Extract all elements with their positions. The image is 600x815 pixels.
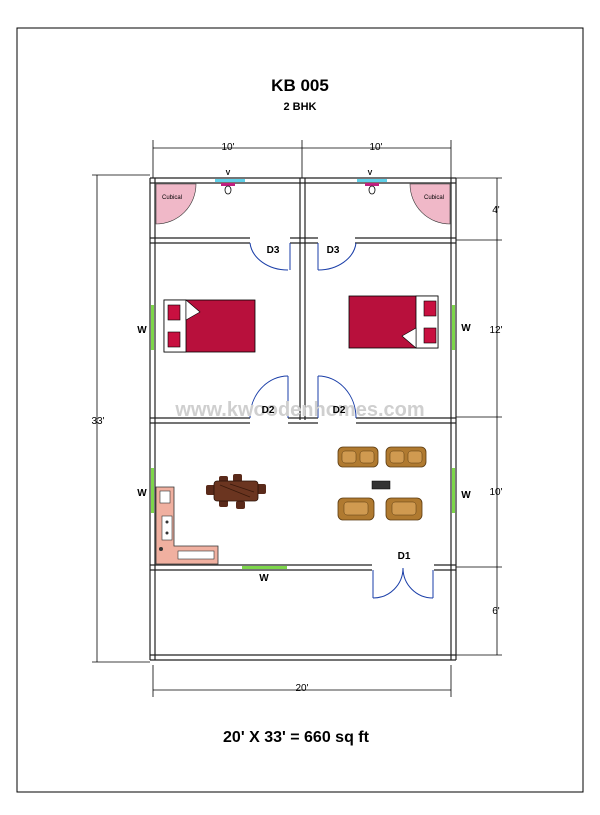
window-living-right bbox=[452, 468, 455, 513]
label-door-d3-left: D3 bbox=[267, 245, 280, 256]
label-window-bedroom-left: W bbox=[137, 325, 147, 336]
label-door-d2-left: D2 bbox=[262, 405, 275, 416]
left-dimension: 33' bbox=[91, 174, 150, 663]
dim-bottom: 20' bbox=[295, 683, 308, 694]
dim-left-total: 33' bbox=[91, 416, 104, 427]
dim-right-bedroom: 12' bbox=[489, 325, 502, 336]
armchair-right bbox=[385, 497, 423, 521]
door-d2-left bbox=[249, 375, 289, 419]
label-window-bottom: W bbox=[259, 573, 269, 584]
label-window-living-left: W bbox=[137, 488, 147, 499]
bed-right bbox=[348, 295, 439, 349]
dim-right-living: 10' bbox=[489, 487, 502, 498]
label-cubical-right: Cubical bbox=[424, 195, 444, 201]
bottom-dimension: 20' bbox=[152, 665, 452, 697]
dim-right-top: 4' bbox=[492, 205, 500, 216]
kitchen-counter bbox=[155, 486, 219, 565]
vent-left-opening bbox=[215, 179, 245, 182]
window-bedroom-right bbox=[452, 305, 455, 350]
label-vent-right: V bbox=[368, 170, 373, 177]
sofa-top-right bbox=[385, 446, 427, 468]
label-door-d1: D1 bbox=[398, 551, 411, 562]
right-dimension: 4' 12' 10' 6' bbox=[456, 177, 503, 656]
label-door-d2-right: D2 bbox=[333, 405, 346, 416]
area-label: 20' X 33' = 660 sq ft bbox=[223, 729, 370, 746]
dim-top-right: 10' bbox=[369, 142, 382, 153]
armchair-left bbox=[337, 497, 375, 521]
dim-right-bottom: 6' bbox=[492, 606, 500, 617]
bed-left bbox=[163, 299, 256, 353]
coffee-table bbox=[371, 480, 391, 490]
window-bottom bbox=[242, 566, 287, 569]
walls bbox=[149, 177, 457, 661]
plan-subtitle: 2 BHK bbox=[283, 101, 316, 113]
cubical-left-shape bbox=[155, 183, 197, 225]
windows bbox=[151, 179, 455, 569]
label-cubical-left: Cubical bbox=[162, 195, 182, 201]
vent-right-opening bbox=[357, 179, 387, 182]
top-dimension: 10' 10' bbox=[152, 140, 452, 178]
door-d2-right bbox=[317, 375, 357, 419]
cubical-right-shape bbox=[409, 183, 451, 225]
label-window-living-right: W bbox=[461, 490, 471, 501]
toilet-right bbox=[365, 183, 379, 195]
door-d3-left bbox=[249, 242, 291, 271]
plan-title: KB 005 bbox=[271, 76, 329, 95]
label-window-bedroom-right: W bbox=[461, 323, 471, 334]
dim-top-left: 10' bbox=[221, 142, 234, 153]
window-living-left bbox=[151, 468, 154, 513]
watermark: www.kwoodenhomes.com bbox=[174, 399, 424, 421]
door-d3-right bbox=[317, 242, 357, 271]
dining-table bbox=[206, 474, 266, 509]
sofa-top-left bbox=[337, 446, 379, 468]
window-bedroom-left bbox=[151, 305, 154, 350]
label-door-d3-right: D3 bbox=[327, 245, 340, 256]
door-d1 bbox=[372, 567, 434, 599]
page-border bbox=[16, 27, 584, 793]
label-vent-left: V bbox=[226, 170, 231, 177]
toilet-left bbox=[221, 183, 235, 195]
